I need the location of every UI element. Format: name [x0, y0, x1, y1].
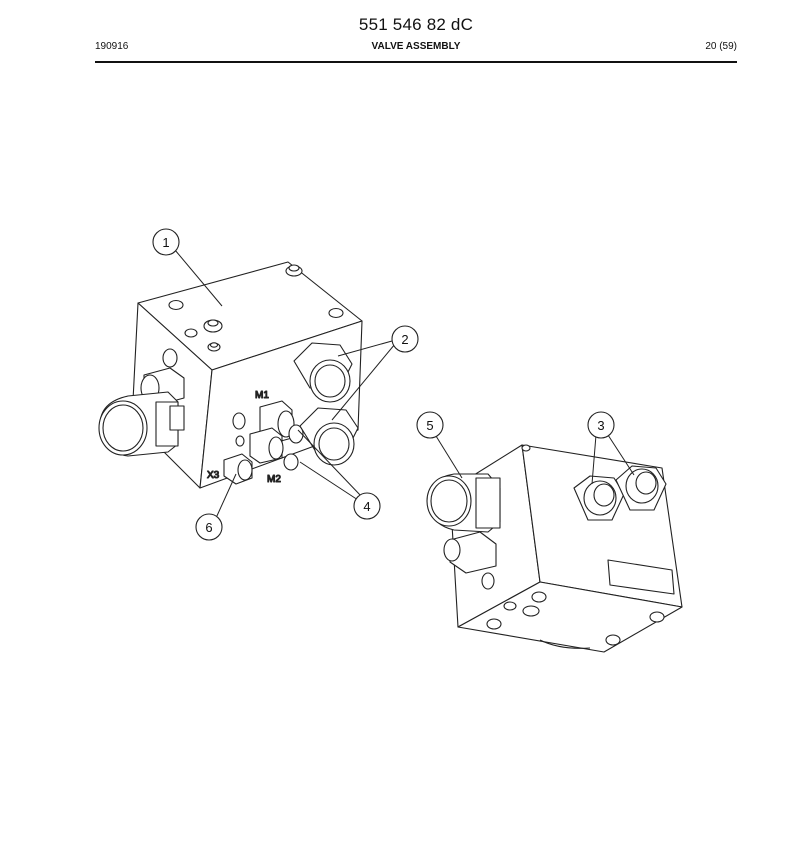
- leader-lines: [174, 249, 635, 519]
- front-plug: [232, 412, 246, 430]
- header-divider: [95, 61, 737, 63]
- document-number: 551 546 82 dC: [358, 15, 474, 34]
- callout-2: 2: [391, 325, 419, 353]
- front-plug: [235, 435, 245, 447]
- callout-5: 5: [416, 411, 444, 439]
- side-plug: [481, 572, 495, 590]
- outlet-fittings: [573, 465, 667, 521]
- date-code: 190916: [95, 41, 129, 52]
- name-plate: [607, 559, 675, 595]
- bottom-bolts: [486, 444, 665, 646]
- callout-3: 3: [587, 411, 615, 439]
- port-label-x3: X3: [207, 470, 220, 481]
- section-title: VALVE ASSEMBLY: [371, 41, 461, 52]
- pressure-fittings: [293, 342, 359, 466]
- port-label-m1: M1: [255, 390, 269, 401]
- left-valve-block: M1 M2 X3: [98, 261, 363, 489]
- small-fitting-right: [443, 531, 497, 574]
- top-bolts: [168, 264, 344, 352]
- callout-6: 6: [195, 513, 223, 541]
- callout-bubbles: 1 2 3 4 5 6: [152, 228, 615, 541]
- large-cap-right: [426, 473, 501, 533]
- svg-text:5: 5: [426, 418, 433, 433]
- svg-text:6: 6: [205, 520, 212, 535]
- page-header: 190916 VALVE ASSEMBLY 20 (59): [95, 41, 737, 57]
- svg-text:3: 3: [597, 418, 604, 433]
- right-valve-block: [426, 444, 683, 653]
- x3-fitting: [223, 453, 253, 485]
- callout-4: 4: [353, 492, 381, 520]
- svg-text:4: 4: [363, 499, 370, 514]
- large-cap-left: [98, 391, 185, 457]
- callout-1: 1: [152, 228, 180, 256]
- page-indicator: 20 (59): [705, 41, 737, 52]
- svg-text:1: 1: [162, 235, 169, 250]
- test-point-fittings: [249, 400, 304, 471]
- port-label-m2: M2: [267, 474, 281, 485]
- svg-text:2: 2: [401, 332, 408, 347]
